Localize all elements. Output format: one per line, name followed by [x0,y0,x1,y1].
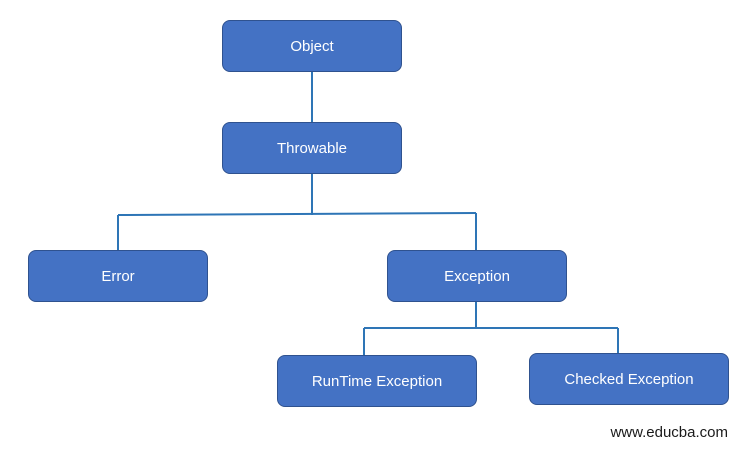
watermark-url: www.educba.com [610,424,728,441]
node-object: Object [222,20,402,72]
node-runtime-exception: RunTime Exception [277,355,477,407]
node-checked-exception: Checked Exception [529,353,729,405]
connector-throwable-bar [117,212,477,216]
node-exception-label: Exception [444,267,510,285]
node-throwable: Throwable [222,122,402,174]
node-throwable-label: Throwable [276,139,348,157]
node-object-label: Object [290,37,334,55]
node-exception: Exception [387,250,567,302]
node-error-label: Error [101,267,135,285]
node-checked-exception-label: Checked Exception [564,370,694,388]
node-error: Error [28,250,208,302]
node-runtime-exception-label: RunTime Exception [311,372,443,390]
